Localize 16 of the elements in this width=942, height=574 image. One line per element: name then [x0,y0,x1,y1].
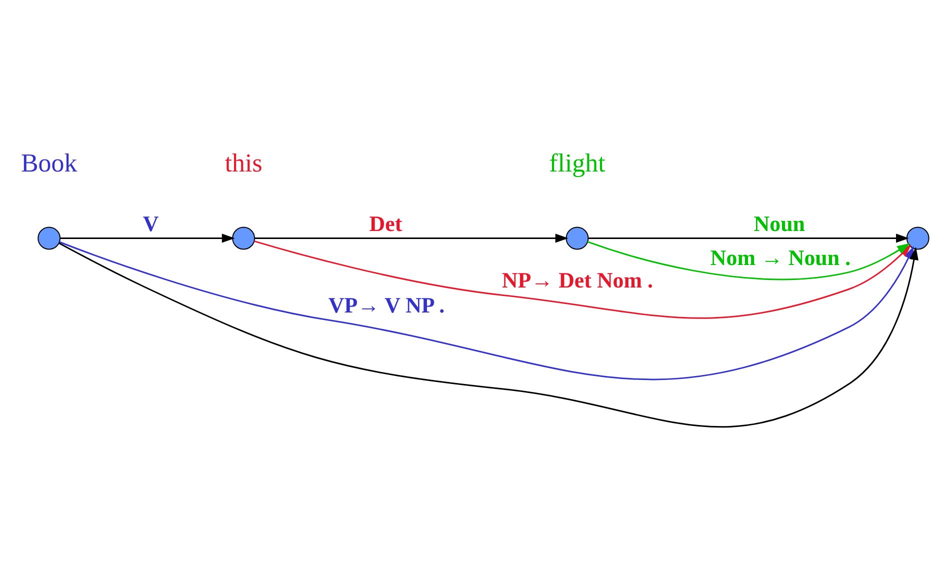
arrow [254,234,568,243]
node-circle [38,226,61,250]
label: this [224,148,262,178]
node-circle [906,226,930,250]
node-circle [232,226,256,250]
arrow [588,234,910,243]
edge-label: Noun [754,210,805,236]
node-circle [566,226,589,250]
arrow [60,234,235,243]
edge-label: VP→ V NP . [328,292,445,318]
edge-label: V [142,210,159,236]
edge-label: NP→ Det Nom . [502,268,654,293]
edge-label: Nom → Noun . [710,244,851,270]
edge-label: Det [369,210,402,236]
label: Book [20,148,78,178]
label: flight [549,148,606,178]
